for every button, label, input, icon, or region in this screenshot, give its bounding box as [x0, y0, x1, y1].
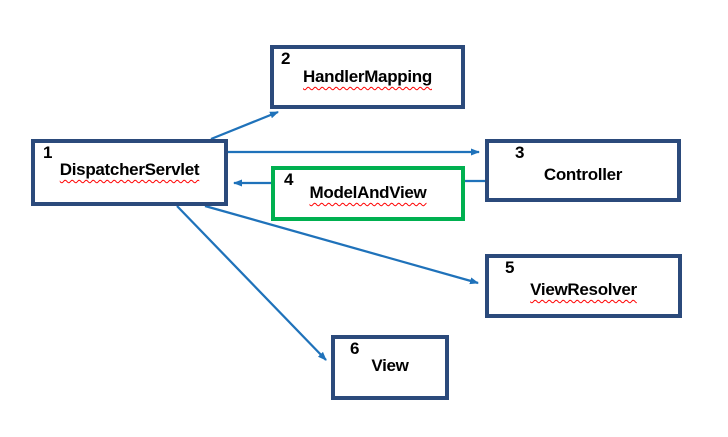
box-label: ModelAndView	[309, 183, 427, 202]
box-handlermapping: 2 HandlerMapping	[270, 45, 465, 109]
box-controller: 3 Controller	[485, 139, 681, 202]
arrow-dispatcherservlet-to-handlermapping	[210, 110, 279, 141]
box-number: 1	[43, 143, 53, 162]
box-label: DispatcherServlet	[59, 160, 200, 179]
box-dispatcherservlet: 1 DispatcherServlet	[31, 139, 228, 206]
box-view: 6 View	[331, 335, 449, 400]
box-number: 6	[350, 339, 360, 358]
box-label: ViewResolver	[530, 280, 637, 299]
box-label: Controller	[543, 165, 623, 184]
box-modelandview: 4 ModelAndView	[271, 166, 465, 221]
arrow-dispatcherservlet-to-view	[176, 205, 327, 361]
box-number: 4	[284, 170, 294, 189]
box-label: View	[371, 356, 409, 375]
box-number: 3	[515, 143, 525, 162]
arrow-dispatcherservlet-to-viewresolver	[204, 204, 479, 285]
box-number: 2	[281, 49, 291, 68]
box-number: 5	[505, 258, 515, 277]
box-viewresolver: 5 ViewResolver	[485, 254, 682, 318]
box-label: HandlerMapping	[303, 67, 432, 86]
